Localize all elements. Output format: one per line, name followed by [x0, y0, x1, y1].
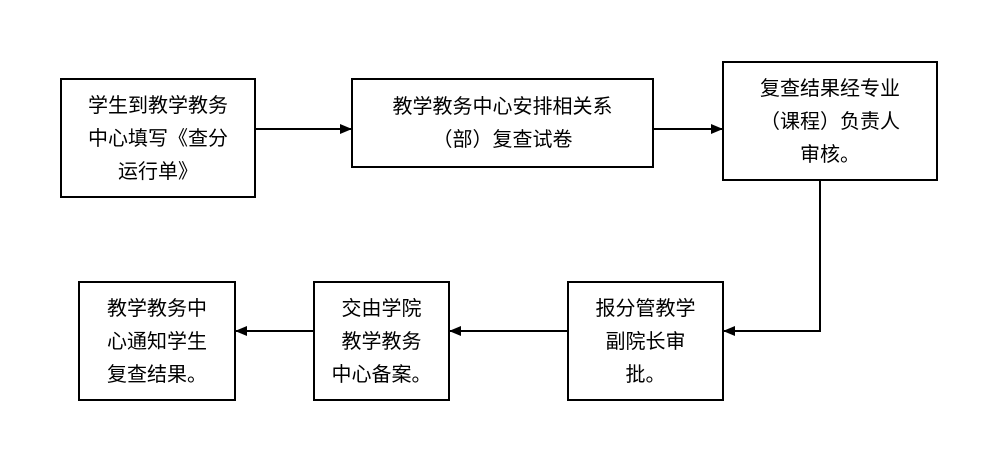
step-review-line-3: 审核。	[800, 141, 860, 166]
step-notify-line-2: 心通知学生	[107, 328, 207, 353]
step-archive-line-2: 教学教务	[341, 328, 422, 353]
step-review-box: 复查结果经专业 （课程）负责人 审核。	[722, 61, 938, 181]
step-apply-box: 学生到教学教务 中心填写《查分 运行单》	[60, 78, 256, 198]
step-approve-line-2: 副院长审	[605, 328, 686, 353]
step-arrange-line-2: （部）复查试卷	[432, 127, 573, 151]
step-arrange-box: 教学教务中心安排相关系 （部）复查试卷	[351, 78, 654, 168]
step-notify-line-3: 复查结果。	[107, 361, 207, 386]
step-approve-box: 报分管教学 副院长审 批。	[567, 281, 724, 401]
step-archive-line-1: 交由学院	[341, 295, 422, 320]
arrow-review-to-approve	[723, 181, 821, 336]
step-apply-line-2: 中心填写《查分	[88, 125, 228, 150]
step-approve-line-3: 批。	[625, 361, 666, 386]
step-apply-line-3: 运行单》	[118, 158, 198, 183]
step-review-line-2: （课程）负责人	[760, 108, 900, 133]
step-archive-box: 交由学院 教学教务 中心备案。	[313, 281, 450, 401]
step-notify-box: 教学教务中 心通知学生 复查结果。	[78, 281, 236, 401]
step-archive-line-3: 中心备案。	[331, 361, 432, 386]
step-review-line-1: 复查结果经专业	[760, 75, 900, 100]
step-approve-line-1: 报分管教学	[595, 295, 696, 320]
step-notify-line-1: 教学教务中	[107, 295, 207, 320]
step-apply-line-1: 学生到教学教务	[88, 92, 228, 117]
step-arrange-line-1: 教学教务中心安排相关系	[392, 94, 613, 118]
